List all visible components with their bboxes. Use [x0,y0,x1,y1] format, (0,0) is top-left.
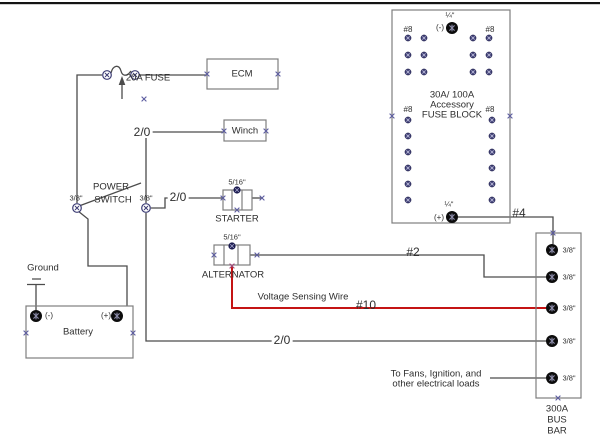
wire-fuse-block-to-bus-bar [458,216,554,244]
fuse-block-bus-gauge-label: #4 [512,206,526,220]
alternator-sense-node [229,263,235,269]
starter-stud-terminal [232,185,242,195]
ground-label: Ground [27,262,59,274]
fuse-left-terminal [102,70,112,80]
fuse-block-positive-sign: (+) [434,213,444,222]
power-switch-label-line1: POWER [93,181,129,193]
fuse-block-negative-terminal [445,21,459,35]
starter-stud-label: 5/16" [228,177,246,187]
starter-feed-gauge-label: 2/0 [167,190,189,204]
bus-bar-stud-label: 3/8" [562,303,576,313]
fuse-block-gauge-mid-right: #8 [485,105,495,114]
bus-bar-stud-label: 3/8" [562,373,576,383]
battery-positive-sign: (+) [101,311,111,320]
bus-bar-stud-label: 3/8" [562,336,576,346]
connection-nodes [23,71,561,401]
connection-node [141,96,147,102]
starter-box-dividers [231,190,243,210]
wire-switch-to-fuse [76,74,102,203]
wire-voltage-sensing [231,266,546,309]
switch-left-terminal [72,203,82,213]
bus-bar-terminal [545,371,559,385]
alternator-label: ALTERNATOR [201,269,265,281]
fuse-block-negative-sign: (-) [436,23,444,32]
battery-bus-gauge-label: 2/0 [271,333,293,347]
switch-right-terminal [141,203,151,213]
battery-label: Battery [62,326,94,338]
bus-bar-terminal [545,243,559,257]
winch-label: Winch [231,125,259,137]
bus-bar-stud-label: 3/8" [562,272,576,282]
bus-bar-terminal [545,301,559,315]
wire-switch-to-bus-bar [145,213,546,342]
loads-note-line1: To Fans, Ignition, and [390,368,482,380]
fuse-block-title-line2: Accessory [430,99,474,111]
power-switch-label-line2: SWITCH [94,194,132,206]
alternator-stud-label: 5/16" [223,232,241,242]
bus-bar-name-line1: 300A [545,403,569,415]
fuse-block-gauge-top-right: #8 [485,25,495,34]
voltage-sensing-gauge-label: #10 [355,298,377,312]
switch-blade [78,182,142,207]
fuse-block-gauge-top-left: #8 [403,25,413,34]
alternator-bus-gauge-label: #2 [406,245,420,259]
fuse-label: 20A FUSE [125,72,171,84]
bus-bar-stud-label: 3/8" [562,245,576,255]
winch-feed-gauge-label: 2/0 [131,125,153,139]
fuse-element [110,65,132,76]
alternator-stud-terminal [227,241,237,251]
battery-negative-terminal [29,309,43,323]
switch-right-stud-label: 3/8" [139,193,153,203]
bus-bar-name-line2: BUS [547,414,567,426]
wire-switch-to-starter [151,197,223,209]
wire-alternator-to-bus-bar [250,254,546,278]
ground-symbol [27,278,45,310]
fuse-callout-arrow-head [118,76,126,85]
alternator-box-dividers [223,245,239,265]
wire-switch-to-battery [77,210,128,306]
loads-note-line2: other electrical loads [392,378,480,390]
voltage-sensing-wire-label: Voltage Sensing Wire [257,291,349,303]
battery-negative-sign: (-) [45,311,53,320]
bus-bar-terminal [545,334,559,348]
wires [27,65,554,379]
fuse-block-title-line1: 30A/ 100A [429,89,475,101]
switch-left-stud-label: 3/8" [69,193,83,203]
fuse-block-bottom-stud-label: ¼" [444,199,454,209]
fuse-block-title-line3: FUSE BLOCK [421,109,483,121]
ecm-label: ECM [231,68,253,80]
bus-bar-terminal [545,270,559,284]
starter-label: STARTER [215,213,259,225]
top-border-line [0,2,600,5]
fuse-block-top-stud-label: ¼" [445,10,455,20]
battery-box [25,305,134,359]
fuse-block-gauge-mid-left: #8 [403,105,413,114]
fuse-block-positive-terminal [445,210,459,224]
battery-positive-terminal [110,309,124,323]
bus-bar-name-line3: BAR [547,425,567,437]
